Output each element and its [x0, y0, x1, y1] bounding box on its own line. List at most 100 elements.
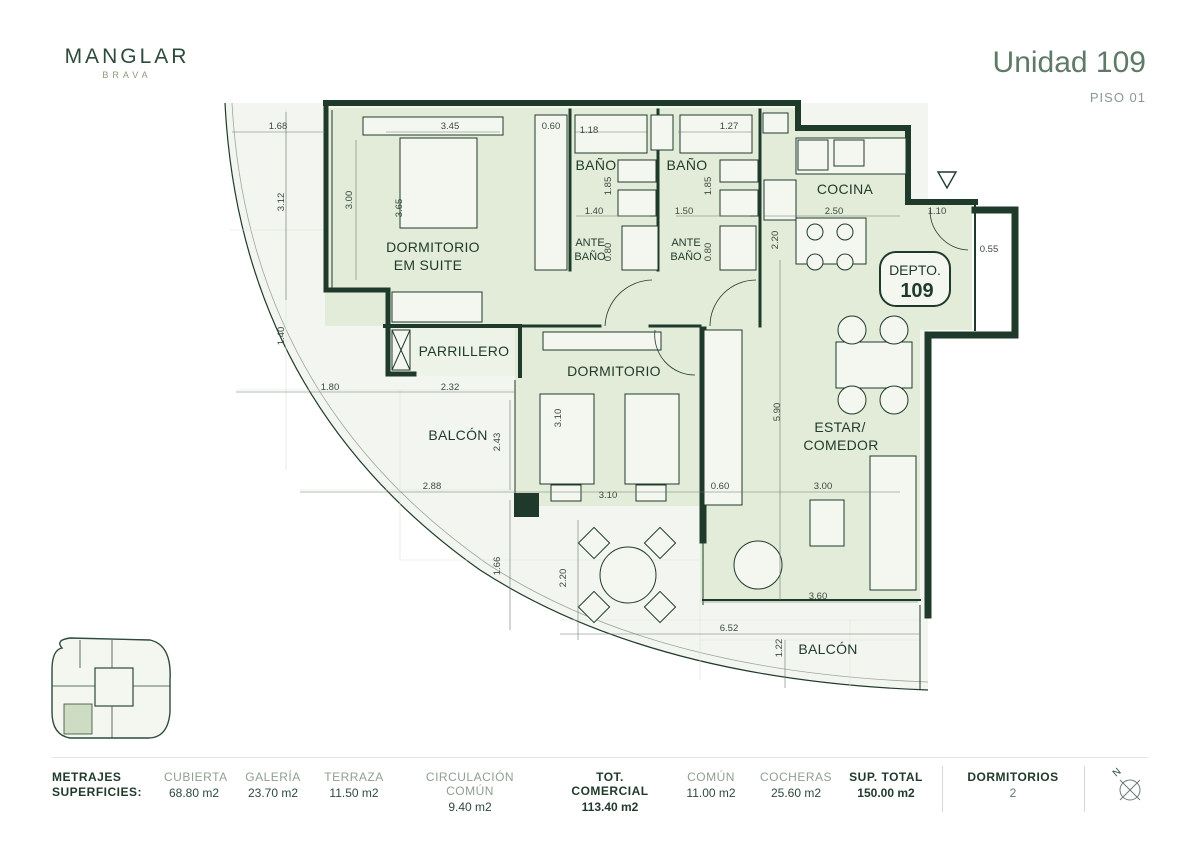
metric-galeria: GALERÍA 23.70 m2	[243, 770, 303, 800]
dim-label: 0.55	[980, 244, 999, 255]
dim-label: 0.60	[542, 121, 561, 132]
room-balcony2-label: BALCÓN	[798, 641, 857, 657]
dim-label: 0.80	[603, 243, 614, 262]
dim-label: 1.85	[703, 177, 714, 196]
suite-furniture	[362, 112, 789, 323]
room-bath1-label: BAÑO	[576, 157, 617, 173]
metric-value: 11.50 m2	[329, 786, 379, 800]
dim-label: 2.32	[441, 382, 460, 393]
dim-label: 3.12	[276, 193, 287, 212]
compass-icon: N	[1111, 766, 1141, 801]
dim-label: 1.80	[321, 382, 340, 393]
dim-label: 0.80	[703, 243, 714, 262]
dim-label: 3.60	[809, 591, 828, 602]
dim-label: 2.50	[825, 206, 844, 217]
metrics-title: METRAJES SUPERFICIES:	[52, 770, 142, 800]
metric-cubierta: CUBIERTA 68.80 m2	[164, 770, 228, 800]
dim-label: 1.66	[492, 557, 503, 576]
metric-label: TOT. COMERCIAL	[571, 770, 649, 798]
balcony-table	[577, 526, 677, 624]
brand-sub: BRAVA	[102, 70, 152, 80]
room-balcony1-label: BALCÓN	[428, 427, 487, 443]
dim-label: 3.45	[441, 121, 460, 132]
dim-label: 1.50	[675, 206, 694, 217]
kitchen-fixtures	[763, 137, 907, 271]
doors	[604, 209, 969, 376]
metric-label: SUP. TOTAL	[849, 770, 923, 784]
dim-label: 2.20	[558, 569, 569, 588]
metric-value: 25.60 m2	[770, 786, 822, 800]
dept-number: 109	[900, 280, 933, 302]
dim-label: 1.40	[276, 327, 287, 346]
metric-value: 68.80 m2	[168, 786, 220, 800]
entrance-triangle-icon	[936, 171, 958, 190]
dept-label: DEPTO.	[889, 262, 941, 278]
dim-label: 0.60	[711, 481, 730, 492]
brand-name: MANGLAR	[64, 45, 190, 68]
dimension-lines	[232, 112, 920, 688]
room-bedroom-label: DORMITORIO	[567, 363, 661, 379]
bath-fixtures	[617, 159, 759, 271]
dim-label: 2.20	[770, 231, 781, 250]
brand-logo: MANGLAR BRAVA	[57, 45, 197, 80]
room-ante2-label: ANTE	[671, 237, 700, 249]
footer-metrics: METRAJES SUPERFICIES: CUBIERTA 68.80 m2 …	[52, 757, 1148, 814]
dim-label: 6.52	[720, 623, 739, 634]
grill-box	[391, 329, 411, 371]
dim-label: 5.90	[772, 403, 783, 422]
metric-label: COMÚN	[687, 770, 735, 784]
metric-value: 2	[1009, 786, 1017, 800]
dept-badge	[879, 251, 951, 307]
metric-comun: COMÚN 11.00 m2	[678, 770, 744, 800]
dim-label: 2.43	[492, 433, 503, 452]
compass-letter: N	[1111, 766, 1124, 779]
metric-dormitorios: DORMITORIOS 2	[958, 770, 1068, 800]
room-kitchen-label: COCINA	[817, 181, 874, 197]
dim-label: 1.68	[269, 121, 288, 132]
room-living-label: ESTAR/	[814, 419, 865, 435]
room-suite-label: DORMITORIO	[386, 239, 480, 255]
metrics-title-line1: METRAJES	[52, 770, 122, 784]
metric-value: 9.40 m2	[448, 800, 492, 814]
dim-label: 1.85	[603, 177, 614, 196]
living-furniture	[703, 315, 917, 591]
metric-value: 113.40 m2	[581, 800, 639, 814]
room-ante1-label-2: BAÑO	[574, 250, 606, 263]
terrace-outer-arc	[224, 102, 929, 691]
metric-label: COCHERAS	[759, 770, 832, 784]
dim-label: 3.10	[599, 490, 618, 501]
terrace-inner-arc	[231, 102, 929, 683]
dim-label: 1.22	[774, 639, 785, 658]
metric-terraza: TERRAZA 11.50 m2	[322, 770, 386, 800]
metric-label: TERRAZA	[324, 770, 384, 784]
dimension-labels: 1.68 3.45 0.60 1.18 1.27 3.12 3.00 3.65 …	[269, 121, 999, 657]
dim-label: 1.18	[580, 125, 599, 136]
bedroom-furniture	[539, 331, 680, 502]
metric-label: CUBIERTA	[164, 770, 228, 784]
metric-cocheras: COCHERAS 25.60 m2	[758, 770, 834, 800]
dim-label: 1.40	[585, 206, 604, 217]
room-bath2-label: BAÑO	[667, 157, 708, 173]
footer-divider	[942, 766, 943, 812]
metrics-title-line2: SUPERFICIES:	[52, 785, 143, 799]
metric-circulacion: CIRCULACIÓN COMÚN 9.40 m2	[402, 770, 538, 814]
metric-label: CIRCULACIÓN COMÚN	[425, 770, 515, 798]
metric-value: 150.00 m2	[857, 786, 915, 800]
dim-label: 3.10	[553, 409, 564, 428]
room-ante2-label-2: BAÑO	[670, 250, 702, 263]
room-living-label-2: COMEDOR	[803, 437, 878, 453]
dim-label: 3.00	[814, 481, 833, 492]
windows	[331, 110, 921, 690]
unit-title: Unidad 109	[992, 46, 1146, 79]
dim-label: 1.10	[928, 206, 947, 217]
dim-label: 1.27	[720, 121, 739, 132]
location-map-icon	[51, 637, 171, 739]
floor-label: PISO 01	[1089, 90, 1146, 105]
metric-sup-total: SUP. TOTAL 150.00 m2	[848, 770, 924, 800]
dim-label: 3.65	[394, 199, 405, 218]
room-ante1-label: ANTE	[575, 237, 604, 249]
metric-value: 23.70 m2	[247, 786, 299, 800]
footer-divider	[1084, 766, 1085, 812]
metric-tot-comercial: TOT. COMERCIAL 113.40 m2	[556, 770, 664, 814]
